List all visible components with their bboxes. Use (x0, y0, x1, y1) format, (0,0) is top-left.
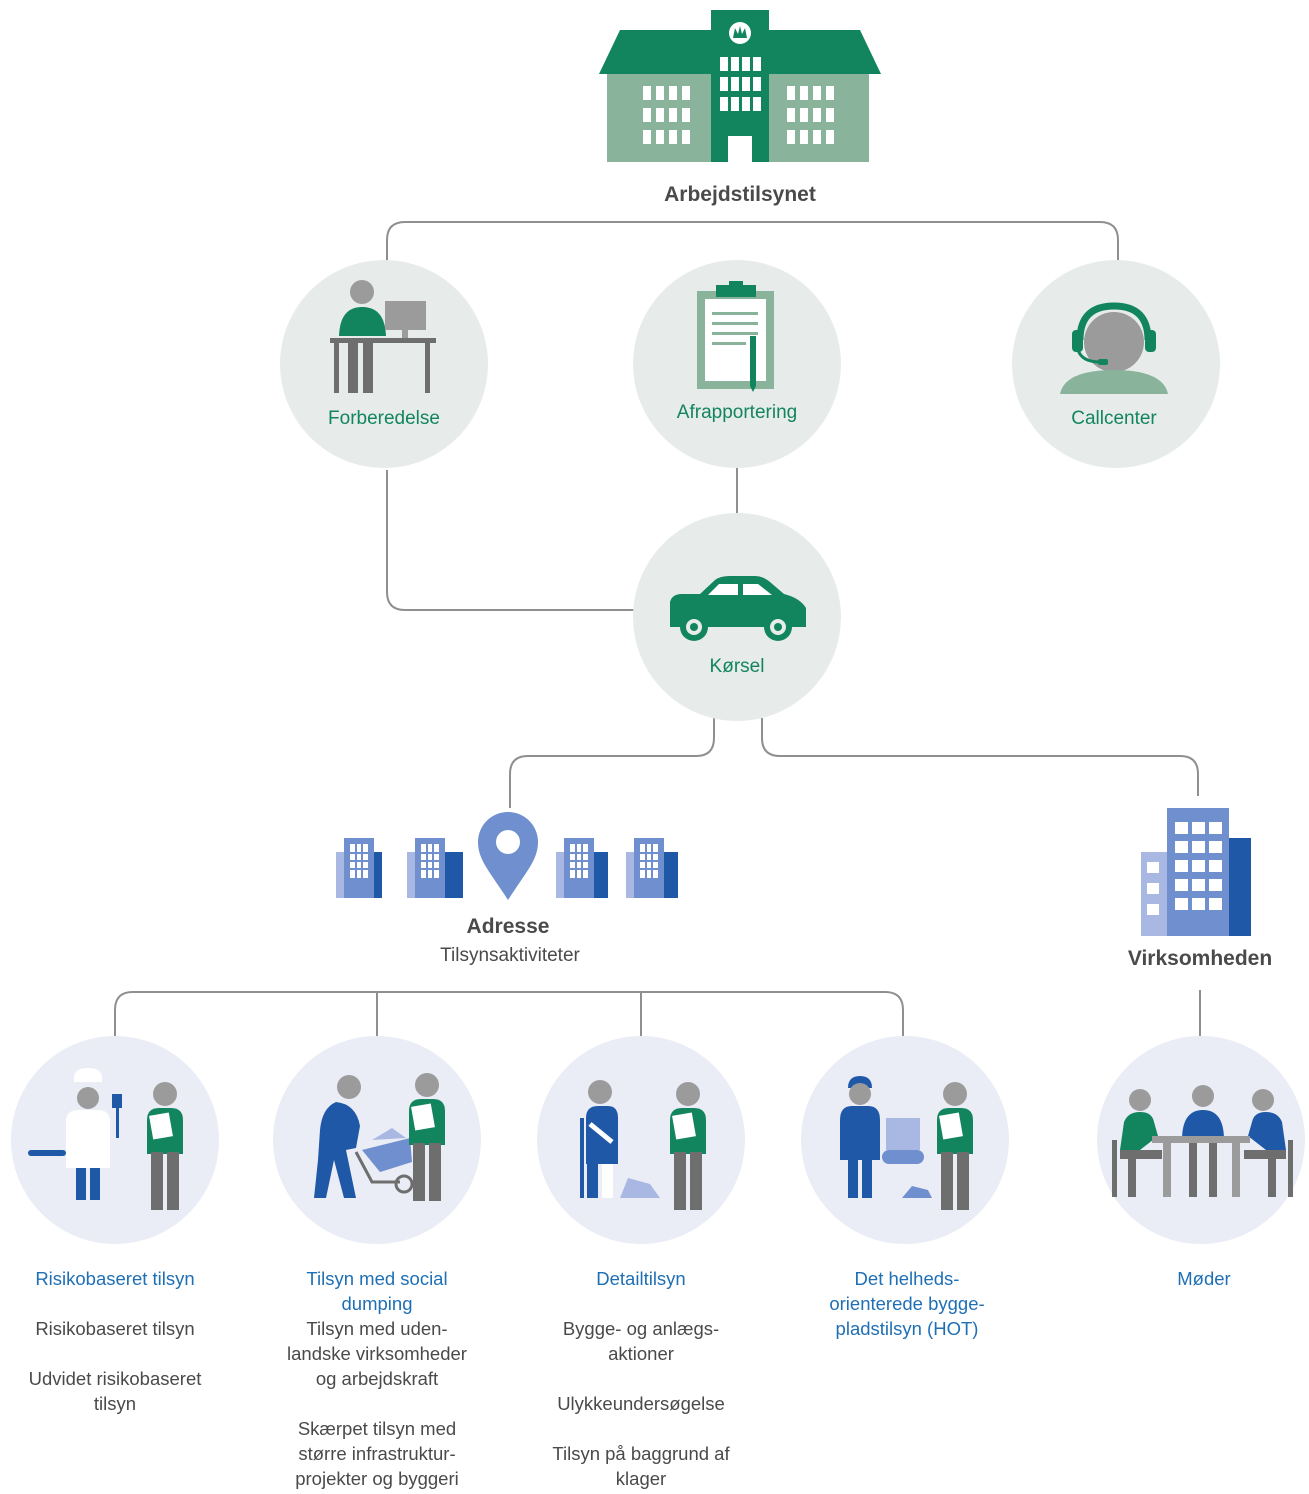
activity-title: orienterede bygge- (829, 1293, 985, 1314)
activity-item: Bygge- og anlægs- (562, 1318, 720, 1339)
activity-item: aktioner (608, 1343, 674, 1364)
small-building-icon-2 (407, 838, 463, 898)
activity-title: pladstilsyn (HOT) (835, 1318, 979, 1339)
activity-title: Tilsyn med social (306, 1268, 448, 1289)
activity-hot: Det helheds- orienterede bygge- pladstil… (800, 1266, 1014, 1341)
activity-detailtilsyn: Detailtilsyn Bygge- og anlægs- aktioner … (530, 1266, 752, 1491)
activity-item: større infrastruktur- (298, 1443, 456, 1464)
connector-activities (114, 991, 904, 1036)
activity-item: projekter og byggeri (295, 1468, 459, 1489)
injured-worker-icon (580, 1080, 660, 1198)
small-building-icon-4 (626, 838, 678, 898)
connector-korsel-adresse (509, 718, 715, 808)
activity-moder: Møder (1104, 1266, 1304, 1291)
activity-title: dumping (341, 1293, 413, 1314)
label-korsel: Kørsel (709, 656, 765, 677)
activity-social-dumping: Tilsyn med social dumping Tilsyn med ude… (270, 1266, 484, 1491)
title-virksomheden: Virksomheden (1127, 947, 1273, 970)
desk-worker-icon (330, 280, 436, 393)
circle-activity-1 (11, 1036, 219, 1244)
wheelbarrow-worker-icon (314, 1075, 414, 1198)
title-arbejdstilsynet: Arbejdstilsynet (664, 183, 816, 206)
label-afrapportering: Afrapportering (676, 402, 798, 423)
activity-title: Risikobaseret tilsyn (35, 1268, 195, 1289)
subtitle-tilsynsaktiviteter: Tilsynsaktiviteter (440, 945, 580, 966)
activity-item: Ulykkeundersøgelse (557, 1393, 725, 1414)
activity-item: Tilsyn med uden- (306, 1318, 448, 1339)
activity-item: klager (615, 1468, 667, 1489)
construction-worker-icon (840, 1076, 932, 1198)
car-icon (670, 576, 806, 641)
activity-title: Detailtilsyn (596, 1268, 686, 1289)
office-tower-icon (1141, 808, 1251, 936)
activity-title: Møder (1177, 1268, 1231, 1289)
small-building-icon-3 (556, 838, 608, 898)
circle-activity-3 (537, 1036, 745, 1244)
connector-forberedelse-korsel (386, 470, 640, 611)
activity-risikobaseret: Risikobaseret tilsyn Risikobaseret tilsy… (10, 1266, 220, 1416)
activity-item: Risikobaseret tilsyn (35, 1318, 195, 1339)
headset-icon (1060, 302, 1168, 394)
label-callcenter: Callcenter (1071, 408, 1157, 429)
chef-icon (28, 1068, 122, 1200)
clipboard-icon (697, 281, 774, 392)
activity-item: tilsyn (93, 1393, 137, 1414)
circle-forberedelse (280, 260, 488, 468)
title-adresse: Adresse (466, 915, 550, 938)
connector-top (386, 221, 1119, 262)
circle-activity-2 (273, 1036, 481, 1244)
location-pin-icon (478, 812, 538, 900)
activity-item: landske virksomheder (287, 1343, 467, 1364)
activity-item: Udvidet risikobaseret (28, 1368, 202, 1389)
small-building-icon-1 (336, 838, 382, 898)
connector-lines (114, 221, 1201, 1036)
activity-item: Tilsyn på baggrund af (552, 1443, 730, 1464)
activity-item: og arbejdskraft (315, 1368, 439, 1389)
label-forberedelse: Forberedelse (328, 408, 440, 429)
activity-title: Det helheds- (854, 1268, 960, 1289)
building-icon (599, 10, 881, 162)
connector-korsel-virksomheden (761, 718, 1199, 796)
meeting-icon (1112, 1085, 1293, 1197)
activity-item: Skærpet tilsyn med (297, 1418, 457, 1439)
address-buildings (336, 812, 678, 900)
